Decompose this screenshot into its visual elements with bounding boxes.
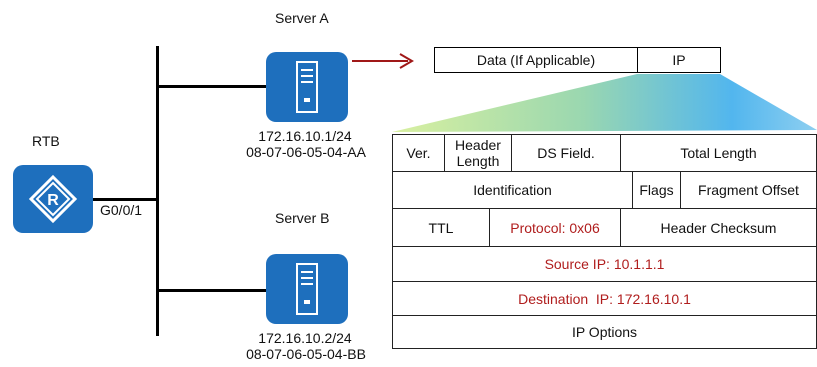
field-header-length: Header Length <box>445 135 512 172</box>
field-source-ip: Source IP: 10.1.1.1 <box>393 247 817 282</box>
packet-data-field: Data (If Applicable) <box>434 47 638 73</box>
server-a-icon[interactable] <box>266 52 348 122</box>
field-ds: DS Field. <box>512 135 621 172</box>
field-version: Ver. <box>393 135 445 172</box>
server-a-name: Server A <box>275 10 329 26</box>
field-ip-options: IP Options <box>393 316 817 349</box>
server-b-name: Server B <box>275 210 330 226</box>
link-server-a <box>156 85 266 88</box>
field-flags: Flags <box>633 172 681 209</box>
field-header-checksum: Header Checksum <box>621 209 817 247</box>
field-protocol: Protocol: 0x06 <box>490 209 621 247</box>
field-destination-ip: Destination IP: 172.16.10.1 <box>393 282 817 316</box>
ip-header-table: Ver. Header Length DS Field. Total Lengt… <box>392 134 817 349</box>
svg-text:R: R <box>47 192 59 209</box>
link-router <box>92 198 158 201</box>
server-a-mac: 08-07-06-05-04-AA <box>246 144 366 160</box>
field-total-length: Total Length <box>621 135 817 172</box>
server-a-ip: 172.16.10.1/24 <box>258 128 352 144</box>
network-bus <box>156 46 159 336</box>
server-b-ip: 172.16.10.2/24 <box>258 330 352 346</box>
link-server-b <box>156 289 266 292</box>
field-fragment-offset: Fragment Offset <box>681 172 817 209</box>
server-b-mac: 08-07-06-05-04-BB <box>246 346 366 362</box>
router-name: RTB <box>32 133 60 149</box>
packet-ip-field: IP <box>637 47 721 73</box>
router-interface-label: G0/0/1 <box>100 202 143 218</box>
field-ttl: TTL <box>393 209 490 247</box>
server-b-icon[interactable] <box>266 254 348 324</box>
router-icon[interactable]: R <box>13 165 93 233</box>
field-identification: Identification <box>393 172 633 209</box>
